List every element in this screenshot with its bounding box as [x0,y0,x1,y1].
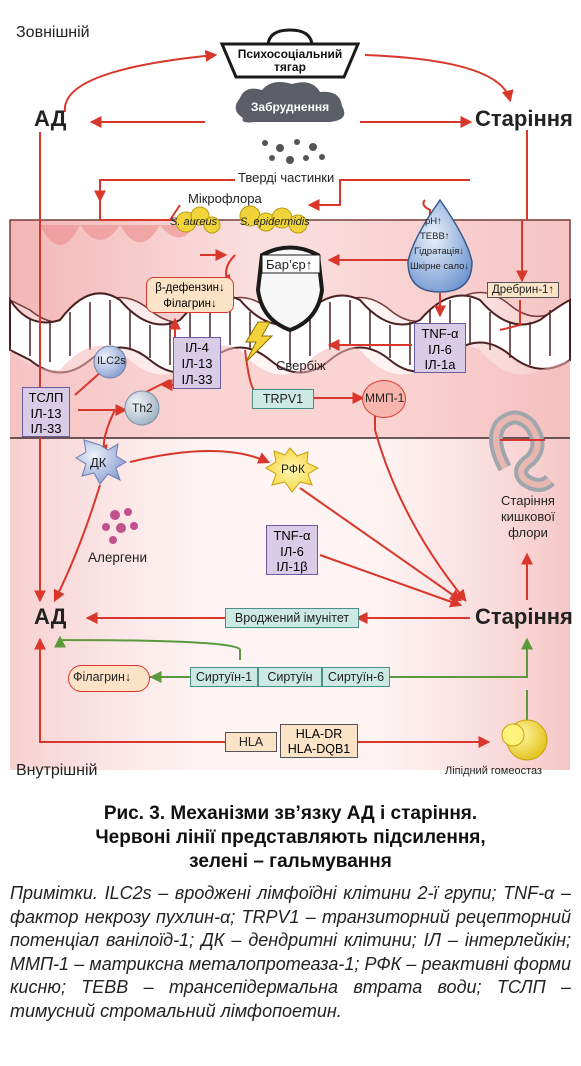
gut-label-1: Старіння [501,493,555,508]
trpv1-box: TRPV1 [252,389,314,409]
bdefensin-label: β-дефензин↓ [155,282,225,294]
rfk-starburst [265,447,320,493]
particles-icon [262,139,325,164]
s-epidermidis-label: S. epidermidis [240,216,310,228]
pollution-label: Забруднення [251,100,329,114]
allergens-label: Алергени [88,550,148,565]
tnf-mid-label-2: ІЛ-6 [280,543,304,559]
caption-line-1: Рис. 3. Механізми зв’язку АД і старіння. [103,803,478,824]
hla-box: HLA [225,732,277,752]
pollution-cloud: Забруднення [235,82,345,123]
sirtuin-box: Сиртуїн [258,667,322,687]
aging-top-label: Старіння [475,106,573,131]
caption-line-2: Червоні лінії представляють підсилення, [95,827,486,848]
hla-dr-box: HLA-DR HLA-DQB1 [280,724,358,758]
tslp-box: ТСЛП ІЛ-13 ІЛ-33 [22,387,70,437]
psychosocial-label-line2: тягар [274,60,306,74]
il-box: ІЛ-4 ІЛ-13 ІЛ-33 [173,337,221,389]
bdefensin-box: β-дефензин↓ Філагрин↓ [146,277,234,313]
cells [75,345,160,485]
ph-label: pH↑ [425,216,442,227]
innate-immunity-box: Вроджений імунітет [225,608,359,628]
caption-line-3: зелені – гальмування [189,851,392,872]
rfk-label: РФК [281,462,305,476]
filaggrin-bottom-label: Філагрин↓ [73,670,132,684]
ilc2s-label: ILC2s [97,355,126,367]
particles-label: Тверді частинки [238,170,335,185]
filaggrin-bottom-node [68,665,150,692]
itch-lightning-icon [245,321,274,363]
tnf-right-label-1: TNF-α [421,326,459,341]
tslp-il13-label: ІЛ-13 [30,405,62,421]
hla-dr-label: HLA-DR [295,727,343,741]
inhibition-arrows [54,635,533,720]
dk-label: ДК [90,455,107,470]
barrier-shield [255,245,325,333]
gut-icon [489,410,555,492]
tewl-label: ТЕВВ↑ [420,231,450,242]
allergens-icon [102,508,138,544]
il33-label: ІЛ-33 [181,372,213,387]
tnf-right-label-2: ІЛ-6 [428,341,452,357]
itch-label: Свербіж [276,358,326,373]
il4-label: ІЛ-4 [185,340,209,355]
s-aureus-label: S. aureus [170,216,218,228]
ad-bottom-label: АД [34,604,67,629]
psychosocial-label-line1: Психосоціальний [238,47,343,61]
psychosocial-burden: Психосоціальний тягар [219,28,361,79]
th2-cell [124,390,160,426]
tnf-mid-label-3: ІЛ-1β [276,559,308,574]
mmp1-label: ММП-1 [365,391,405,405]
figure-note: Примітки. ILC2s – вроджені лімфоїдні клі… [10,883,571,1021]
ad-top-label: АД [34,106,67,131]
gut-label-3: флори [508,525,548,540]
aging-bottom-label: Старіння [475,604,573,629]
gut-label: Старіння кишкової флори [480,493,576,541]
tslp-il33-label: ІЛ-33 [30,421,62,436]
ilc2s-cell [93,345,127,379]
barrier-label: Бар’єр↑ [266,257,313,272]
tnf-right-box: TNF-α ІЛ-6 ІЛ-1a [414,323,466,373]
tnf-right-label-3: ІЛ-1a [424,357,456,372]
hydration-label: Гідратація↓ [414,246,465,257]
figure-caption: Рис. 3. Механізми зв’язку АД і старіння.… [10,802,571,874]
sebum-label: Шкірне сало↓ [410,261,470,272]
lipid-droplet-icon [501,719,548,761]
internal-label: Внутрішній [16,762,98,779]
skin-water-drop [407,198,473,293]
filaggrin-top-label: Філагрин↓ [163,298,217,310]
dendritic-cell [75,439,127,485]
lipid-homeostasis-label: Ліпідний гомеостаз [445,765,543,777]
drebrin-box: Дребрин-1↑ [487,282,560,298]
th2-label: Th2 [132,401,153,415]
microflora-label: Мікрофлора [188,191,262,206]
hla-dqb1-label: HLA-DQB1 [287,742,351,756]
external-label: Зовнішній [16,24,90,41]
bacteria-icon [175,205,308,234]
il13-label: ІЛ-13 [181,356,213,371]
sirtuin-6-box: Сиртуїн-6 [322,667,390,687]
tnf-mid-label-1: TNF-α [273,528,311,543]
tslp-label: ТСЛП [28,390,64,405]
gut-label-2: кишкової [500,509,556,524]
tnf-mid-box: TNF-α ІЛ-6 ІЛ-1β [266,525,318,575]
mmp1-node [362,380,406,418]
sirtuin-1-box: Сиртуїн-1 [190,667,258,687]
